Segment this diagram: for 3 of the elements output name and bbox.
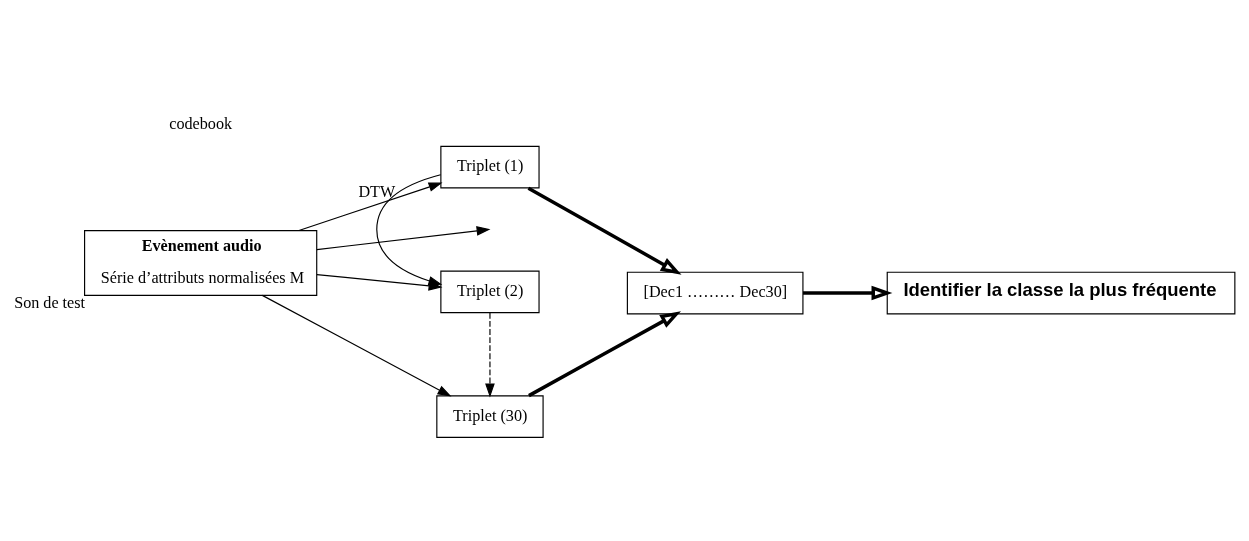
edge-label: DTW xyxy=(358,183,396,201)
node-label: Son de test xyxy=(14,294,86,312)
label: codebook xyxy=(169,114,233,132)
